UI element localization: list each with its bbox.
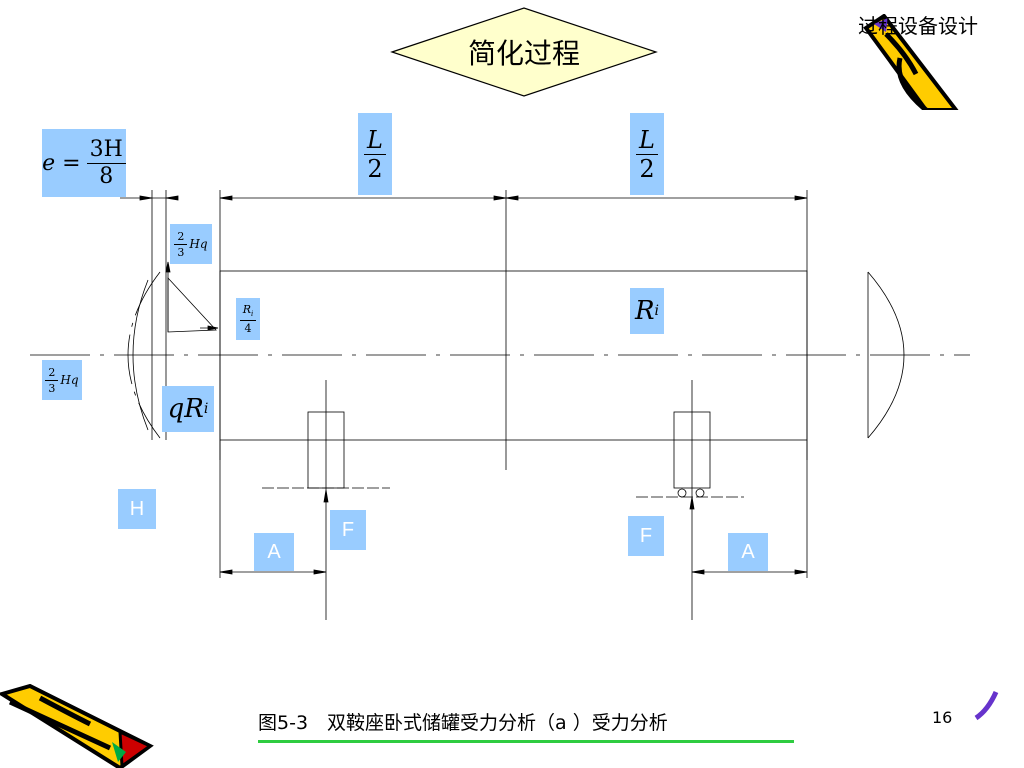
h-label: H xyxy=(118,489,156,529)
two-thirds-top-num: 2 xyxy=(174,231,188,245)
page-number: 16 xyxy=(932,708,953,727)
e-numerator: 3H xyxy=(86,138,126,164)
ri-main: R xyxy=(634,296,655,326)
pencil-decoration-bottom-icon xyxy=(0,684,154,768)
ri-sub: i xyxy=(654,303,660,319)
half-length-left-label: L 2 xyxy=(358,113,392,195)
e-lhs: e = xyxy=(42,150,81,176)
half-length-left-num: L xyxy=(364,128,386,155)
hq-top: Hq xyxy=(189,237,208,251)
pencil-tip-icon xyxy=(974,690,999,721)
ri-quarter-den: 4 xyxy=(244,322,252,336)
hq-left: Hq xyxy=(60,373,79,387)
half-length-right-num: L xyxy=(636,128,658,155)
a-left-label: A xyxy=(254,533,294,571)
two-thirds-left-num: 2 xyxy=(45,367,59,381)
qri-sub: i xyxy=(203,401,209,417)
caption-underline xyxy=(258,740,794,743)
two-thirds-hq-left-label: 2 3 Hq xyxy=(42,360,82,400)
a-right-label: A xyxy=(728,533,768,571)
two-thirds-top-den: 3 xyxy=(177,245,185,259)
half-length-right-den: 2 xyxy=(639,154,655,183)
ri-quarter-num: Ri xyxy=(239,304,257,322)
ri-quarter-label: Ri 4 xyxy=(236,298,260,340)
eccentricity-formula: e = 3H 8 xyxy=(42,129,126,197)
half-length-left-den: 2 xyxy=(367,154,383,183)
figure-caption: 图5-3 双鞍座卧式储罐受力分析（a ）受力分析 xyxy=(258,712,668,734)
course-title: 过程设备设计 xyxy=(858,14,978,38)
two-thirds-left-den: 3 xyxy=(48,381,56,395)
title-diamond-shape xyxy=(390,7,658,97)
f-right-label: F xyxy=(628,516,664,556)
pencil-decoration-top-icon xyxy=(863,14,959,110)
e-fraction: 3H 8 xyxy=(86,138,126,189)
f-left-label: F xyxy=(330,510,366,550)
qri-main: qR xyxy=(167,394,204,424)
main-title: 简化过程 xyxy=(467,37,580,70)
half-length-right-label: L 2 xyxy=(630,113,664,195)
two-thirds-hq-top-label: 2 3 Hq xyxy=(170,224,212,264)
e-denominator: 8 xyxy=(99,163,114,189)
